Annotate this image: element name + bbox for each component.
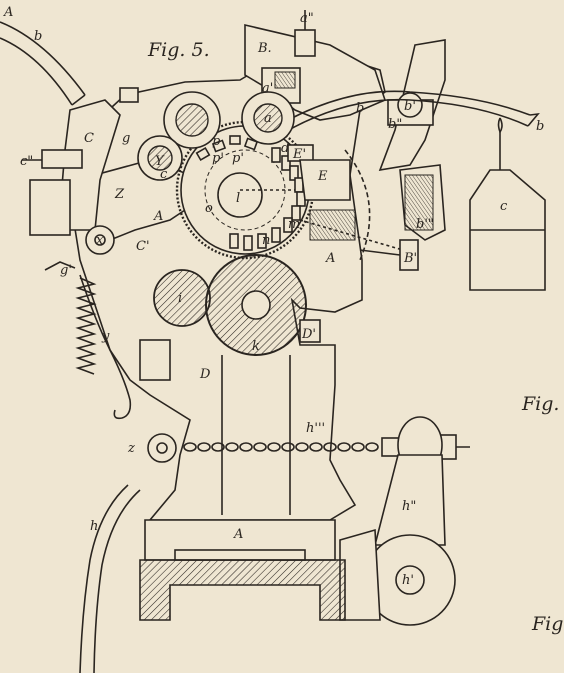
pinion-a-hub [253,103,283,133]
label-b: B. [257,41,272,56]
label-a-mid: A [153,209,163,224]
label-d: d [281,141,289,156]
label-z-upper: Z [114,187,125,202]
screw-c2 [41,149,83,169]
strip-b-lower-edge [244,98,529,159]
pivot-z-pin [156,442,168,454]
block-e [299,159,351,201]
label-h: h [90,519,98,534]
label-p: p [212,134,221,149]
label-b3: b'" [416,217,434,232]
pins-p [195,135,259,162]
label-p2: p' [212,151,224,166]
label-p1: p' [232,151,244,166]
spring-y-guide [79,274,132,420]
lever-h2-mount [339,528,381,621]
label-i: i [178,291,182,306]
label-a-base: A [233,527,243,542]
label-m: m [288,217,300,232]
label-d1: D' [301,327,316,342]
small-bolt [119,87,139,103]
lever-h2 [373,454,446,546]
lever-h-outer [79,484,129,673]
strip-b-left-edge-2 [0,37,73,106]
screw-a2 [294,29,316,57]
caption-fig-right-1: Fig. [521,393,559,415]
label-a-right: A [325,251,335,266]
block-a1-thread [274,71,296,89]
weight-hook [497,117,503,134]
shaft-l [217,172,263,218]
label-d-cap: D [199,367,211,382]
wheel-h1-hub [395,565,425,595]
label-k: k [252,339,260,354]
label-c2: c" [20,154,33,169]
hook-g1 [44,261,76,271]
base-foot [139,559,346,621]
caption-fig-right-2: Fig [531,613,563,635]
label-o: o [205,201,213,216]
bracket-d1 [299,319,321,343]
strip-b-left-edge-1 [0,21,86,96]
screw-b1-shaft [359,249,401,256]
caption-fig-5: Fig. 5. [147,39,210,61]
hatched-insert [309,209,356,241]
label-n: n [262,233,270,248]
label-b2: b" [388,117,402,132]
label-h1: h' [402,573,414,588]
label-e: E [317,169,328,184]
pivot-x-pin [94,234,106,246]
label-g: g [122,131,130,146]
label-x: x [96,233,104,248]
label-c-small: c [160,167,168,182]
label-y-upper: Y [155,154,165,169]
pinion-upper-left-hub [175,103,209,137]
strip-b-left-end [71,94,86,106]
comb-teeth [229,147,306,251]
label-b-mid: b [356,101,364,116]
label-b-right: b [536,119,544,134]
roller-k-shaft [241,290,271,320]
label-c1: C' [136,239,150,254]
base-a-top-plate [174,549,306,561]
label-h3: h''' [306,421,325,436]
label-e1: E' [292,147,306,162]
bracket-c-foot [29,179,71,236]
label-h2: h" [402,499,416,514]
label-a1: a' [262,81,273,96]
bracket-d-plate [139,339,171,381]
label-y-lower: y [101,329,110,344]
label-l: l [236,191,240,206]
label-c-weight: c [500,199,508,214]
label-a2: a" [300,11,314,26]
label-z-lower: z [127,441,135,456]
label-a: a [264,111,272,126]
rack-b3 [404,174,434,231]
coil-spring-y [75,277,97,375]
lever-h-inner [93,489,141,673]
label-c: C [84,131,94,146]
label-b1: b' [404,99,416,114]
strip-b-hook [527,112,540,127]
label-a-corner: A [3,5,13,20]
chain-h3 [183,442,379,452]
dashed-arc [344,149,371,261]
pinion-y-hub [147,145,173,171]
label-b1-cap: B' [403,251,417,266]
label-b-topleft: b [34,29,42,44]
label-g1: g' [60,263,72,278]
roller-i [153,269,211,327]
